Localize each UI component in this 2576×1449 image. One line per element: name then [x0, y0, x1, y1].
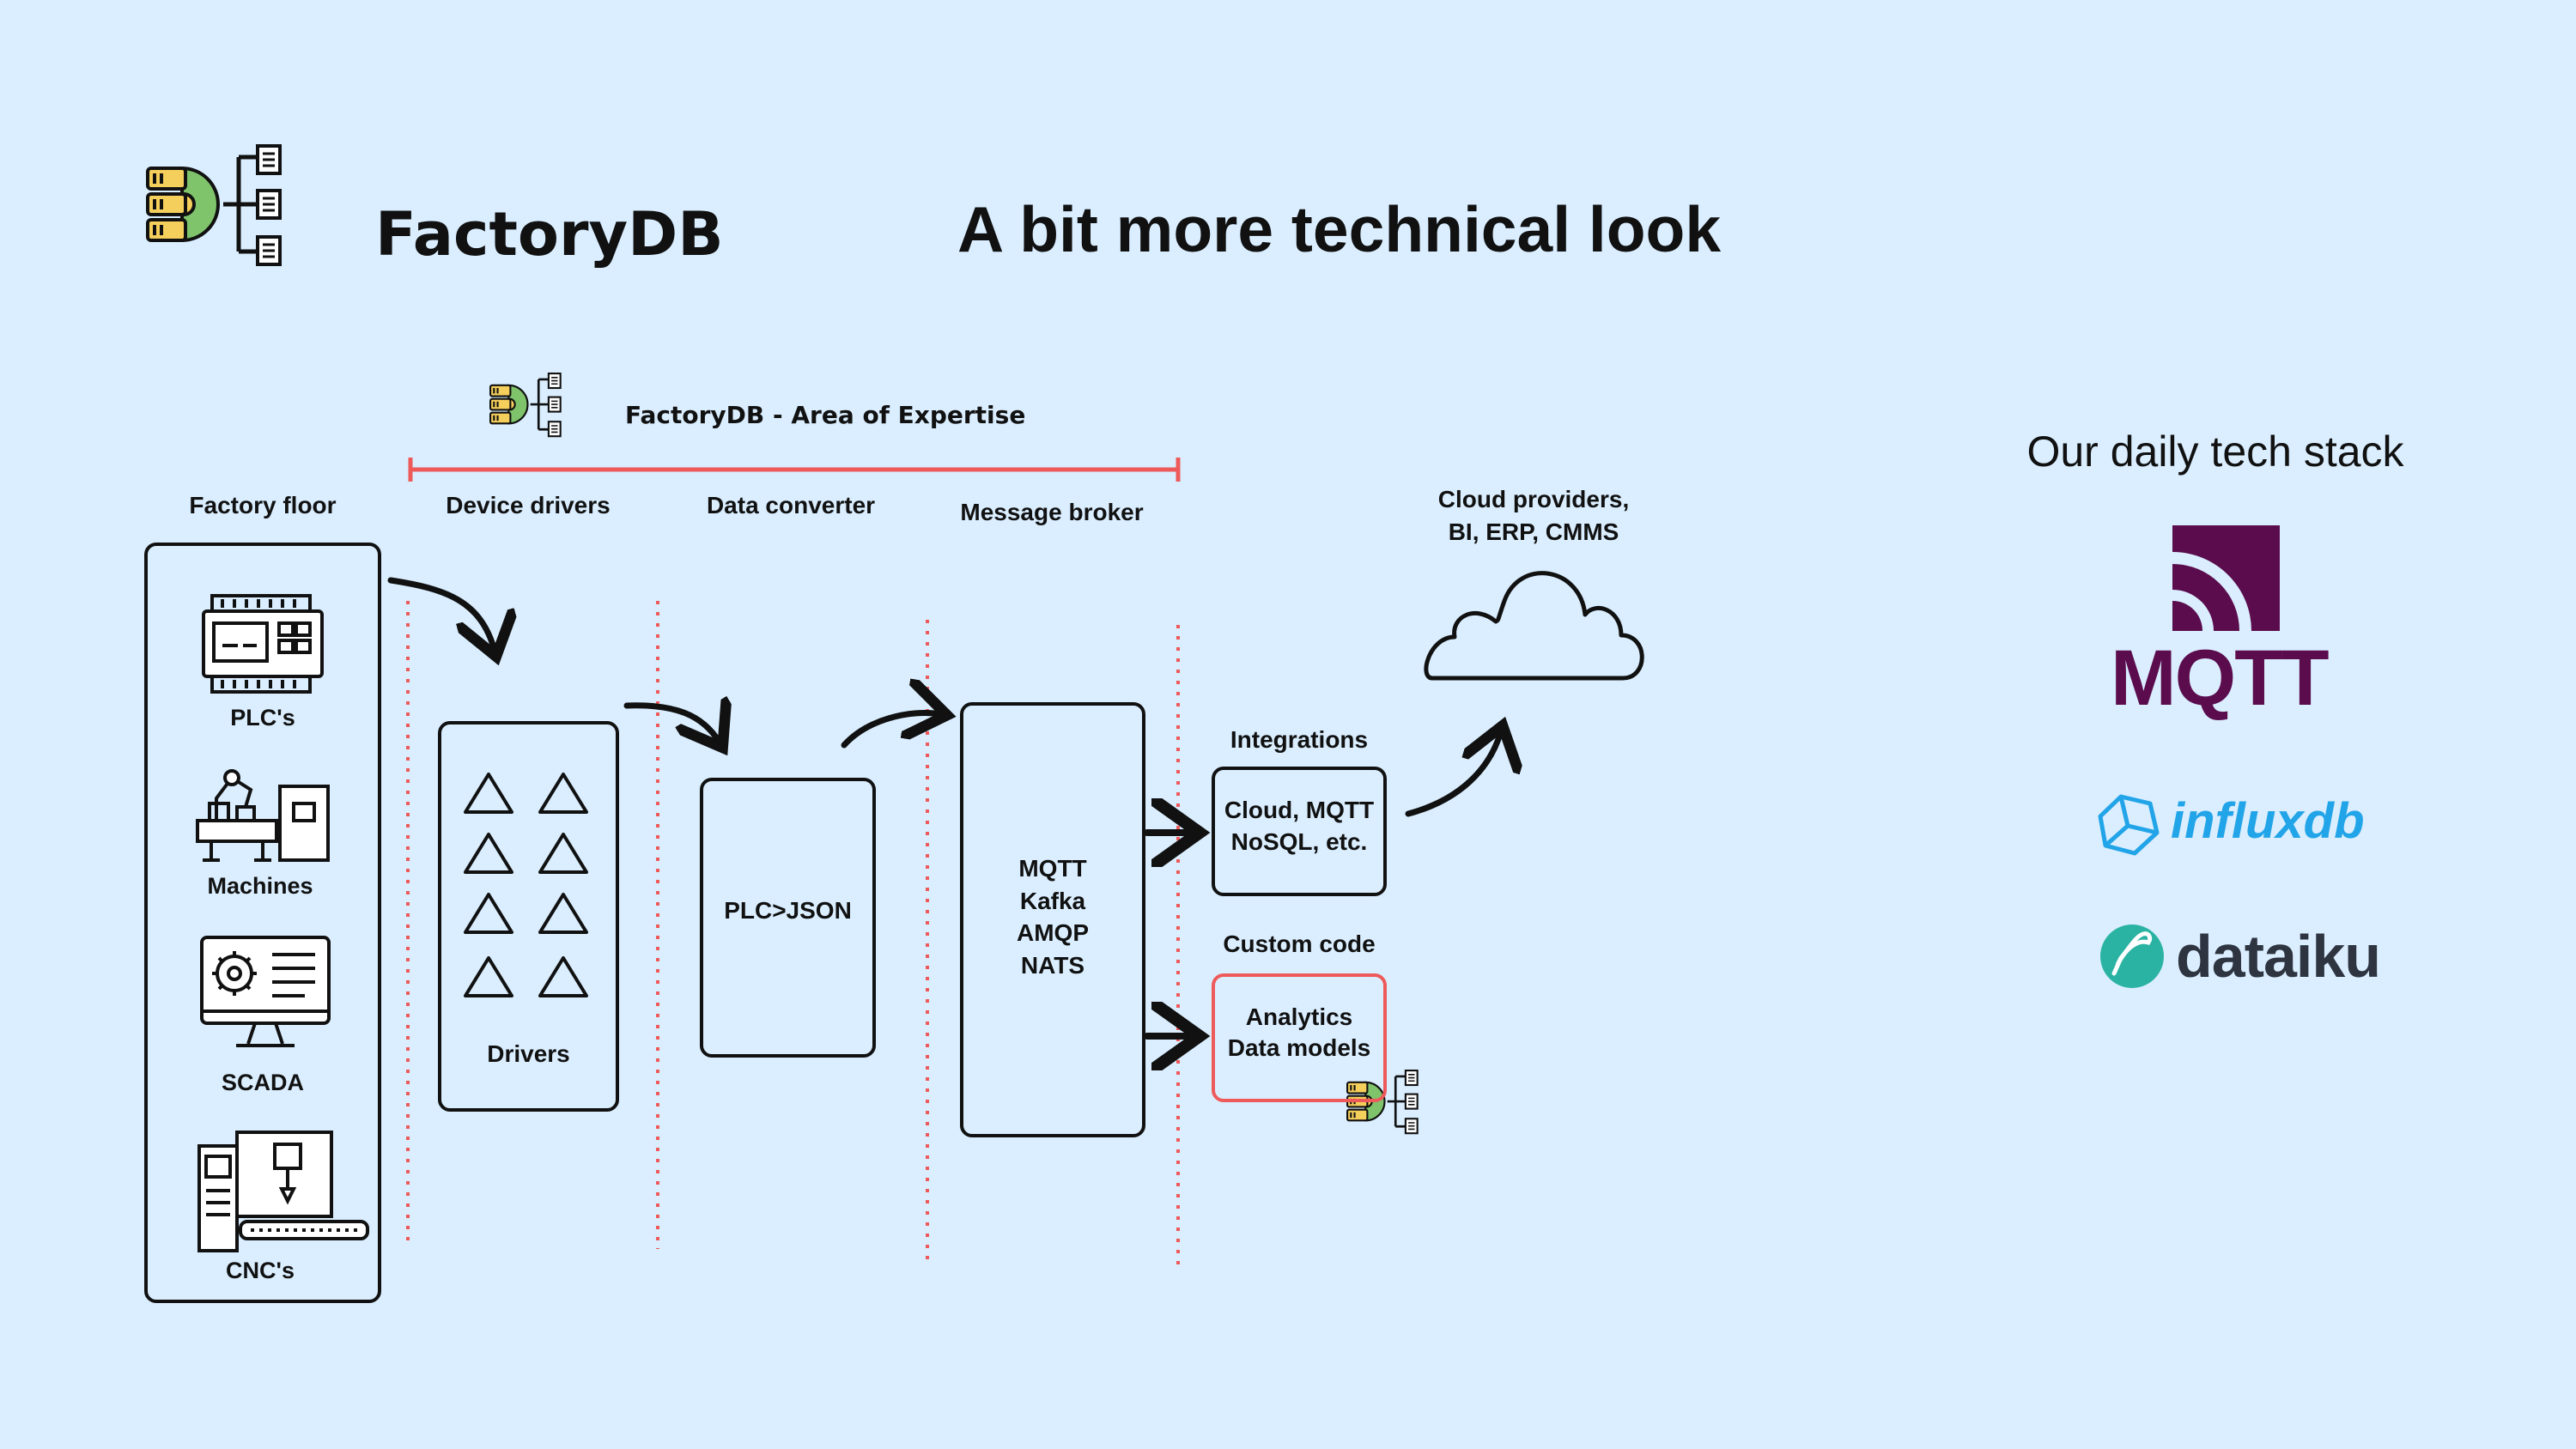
- integrations-box: [1212, 767, 1387, 896]
- broker-protocol: NATS: [1020, 951, 1085, 979]
- broker-output-arrows: [1144, 833, 1193, 1036]
- arrow-converter-to-broker: [841, 713, 941, 749]
- column-heading-message-broker: Message broker: [960, 499, 1144, 525]
- factory-floor-box: [144, 543, 381, 1303]
- drivers-label: Drivers: [487, 1040, 570, 1067]
- cloud-icon: [1424, 571, 1644, 681]
- custom-code-line1: Analytics: [1245, 1003, 1353, 1030]
- tech-stack-heading: Our daily tech stack: [2026, 427, 2404, 476]
- page-title: A bit more technical look: [957, 193, 1722, 265]
- driver-triangles: [464, 773, 588, 997]
- expertise-bracket: [408, 458, 1181, 482]
- broker-protocol: Kafka: [1019, 887, 1086, 914]
- converter-box: [700, 778, 876, 1058]
- column-heading-cloud-line2: BI, ERP, CMMS: [1448, 518, 1619, 545]
- factory-item-label-cnc: CNC's: [226, 1258, 295, 1283]
- driver-triangle-icon: [538, 833, 588, 874]
- factory-item-label-plc: PLC's: [230, 705, 295, 731]
- integrations-line2: NoSQL, etc.: [1230, 828, 1368, 855]
- integrations-line1: Cloud, MQTT: [1224, 797, 1375, 823]
- driver-triangle-icon: [464, 956, 513, 997]
- driver-triangle-icon: [538, 773, 588, 814]
- broker-protocol-list: MQTT Kafka AMQP NATS: [962, 852, 1144, 981]
- expertise-logo: [489, 372, 562, 438]
- arrow-drivers-to-converter: [623, 706, 720, 743]
- column-heading-factory-floor: Factory floor: [189, 492, 337, 518]
- mqtt-logo: [2172, 525, 2280, 631]
- driver-triangle-icon: [464, 833, 513, 874]
- factory-item-label-machines: Machines: [207, 873, 313, 899]
- plc-icon: [202, 594, 324, 694]
- driver-triangle-icon: [464, 893, 513, 934]
- custom-code-line2: Data models: [1227, 1034, 1371, 1061]
- broker-protocol: AMQP: [1017, 919, 1089, 946]
- scada-icon: [200, 936, 331, 1047]
- column-heading-data-converter: Data converter: [706, 492, 876, 518]
- mqtt-wordmark: MQTT: [2111, 634, 2330, 722]
- dataiku-wordmark: dataiku: [2176, 923, 2381, 990]
- cnc-icon: [197, 1131, 369, 1252]
- expertise-label: FactoryDB - Area of Expertise: [625, 401, 1026, 429]
- influxdb-wordmark: influxdb: [2171, 793, 2365, 849]
- brand-name: FactoryDB: [375, 199, 724, 270]
- arrow-integrations-to-cloud: [1405, 731, 1501, 817]
- converter-label: PLC>JSON: [724, 897, 852, 924]
- column-heading-cloud: Cloud providers,: [1437, 486, 1630, 512]
- custom-code-heading: Custom code: [1223, 931, 1376, 957]
- drivers-box: [438, 721, 619, 1112]
- broker-protocol: MQTT: [1018, 855, 1087, 882]
- machine-icon: [196, 769, 330, 862]
- stage-separators: [406, 601, 1180, 1270]
- driver-triangle-icon: [538, 893, 588, 934]
- driver-triangle-icon: [538, 956, 588, 997]
- factorydb-logo: [148, 146, 280, 264]
- custom-code-box: [1212, 973, 1387, 1102]
- arrow-floor-to-drivers: [387, 577, 495, 651]
- driver-triangle-icon: [464, 773, 513, 814]
- integrations-heading: Integrations: [1230, 726, 1369, 753]
- broker-box: [960, 702, 1145, 1137]
- column-heading-device-drivers: Device drivers: [446, 492, 611, 518]
- flow-arrows: [387, 577, 1501, 817]
- dataiku-icon: [2100, 925, 2164, 988]
- influxdb-icon: [2098, 794, 2160, 856]
- factory-item-label-scada: SCADA: [221, 1070, 304, 1095]
